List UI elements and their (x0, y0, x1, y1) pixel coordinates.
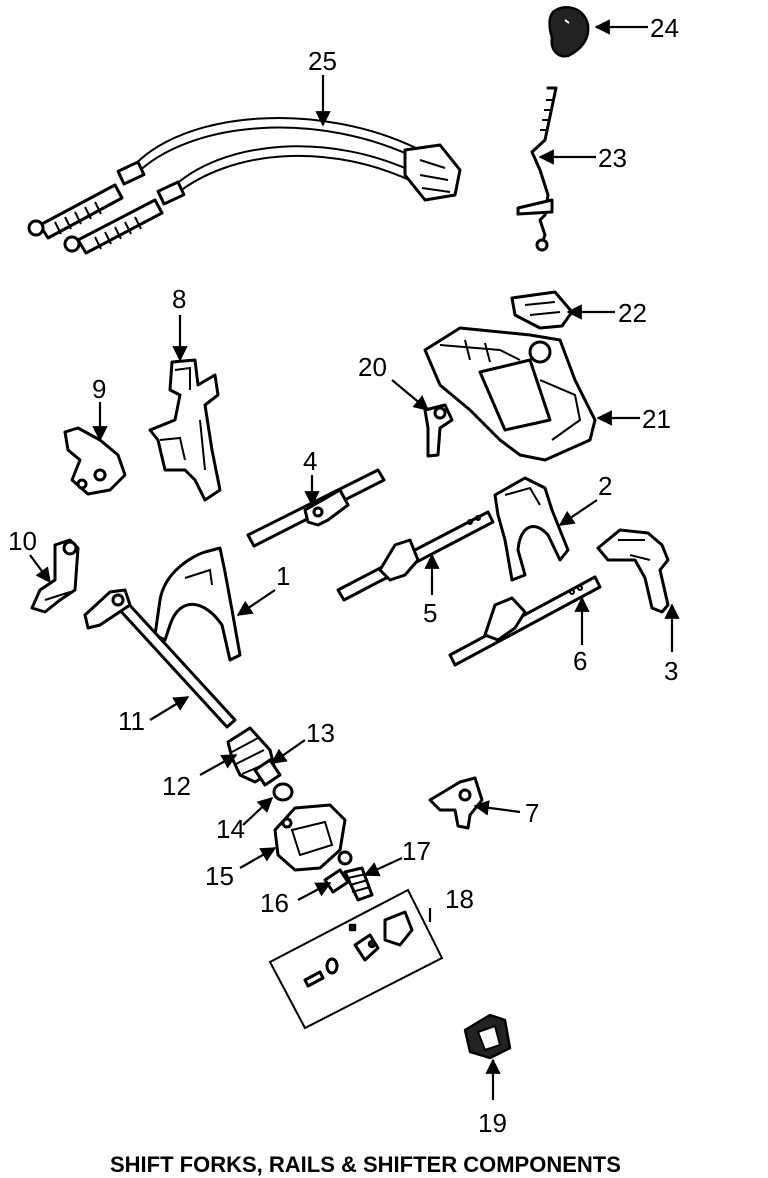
part-1-shift-fork (153, 546, 242, 662)
diagram-caption: SHIFT FORKS, RAILS & SHIFTER COMPONENTS (110, 1152, 621, 1177)
part-10-shift-arm (30, 538, 80, 614)
part-22-shifter-bracket (510, 290, 574, 330)
part-17-spring (337, 850, 374, 902)
part-25-shift-cables (27, 117, 462, 255)
part-11-shift-shaft (83, 588, 237, 729)
callout-21: 21 (642, 404, 671, 434)
callout-labels: 24 25 23 8 22 20 9 21 4 2 10 1 5 6 3 11 … (8, 13, 679, 1138)
part-13-bushing (253, 758, 282, 787)
part-19-shift-knob-boot (463, 1013, 512, 1060)
callout-25: 25 (308, 46, 337, 76)
callout-6: 6 (573, 646, 587, 676)
callout-18: 18 (445, 884, 474, 914)
callout-24: 24 (650, 13, 679, 43)
part-14-bushing (272, 782, 294, 802)
callout-14: 14 (216, 814, 245, 844)
part-9-bracket (63, 426, 127, 496)
part-7-bracket (428, 776, 484, 830)
callout-3: 3 (664, 656, 678, 686)
callout-12: 12 (162, 771, 191, 801)
callout-16: 16 (260, 888, 289, 918)
part-21-shifter-housing (423, 326, 597, 462)
callout-17: 17 (402, 836, 431, 866)
part-18-hardware-kit (268, 888, 444, 1030)
callout-8: 8 (172, 284, 186, 314)
leader-lines (29, 19, 680, 1100)
callout-7: 7 (525, 798, 539, 828)
part-23-shift-lever (516, 86, 558, 252)
part-15-shifter-cover (273, 803, 347, 872)
part-20-pivot-pin (423, 403, 454, 458)
callout-15: 15 (205, 861, 234, 891)
callout-5: 5 (423, 598, 437, 628)
callout-9: 9 (92, 374, 106, 404)
part-2-shift-fork (493, 476, 570, 582)
callout-13: 13 (306, 718, 335, 748)
callout-19: 19 (478, 1108, 507, 1138)
callout-4: 4 (303, 446, 317, 476)
part-5-shift-rail (336, 510, 495, 602)
callout-1: 1 (276, 561, 290, 591)
callout-22: 22 (618, 298, 647, 328)
callout-11: 11 (118, 706, 145, 736)
part-6-shift-rail (448, 575, 602, 667)
callout-2: 2 (598, 471, 612, 501)
callout-10: 10 (8, 526, 37, 556)
part-3-shift-fork (596, 528, 670, 614)
callout-20: 20 (358, 352, 387, 382)
callout-23: 23 (598, 143, 627, 173)
part-24-shift-knob (548, 6, 590, 58)
part-4-shift-rail (246, 468, 386, 548)
part-8-interlock-bracket (148, 358, 222, 502)
